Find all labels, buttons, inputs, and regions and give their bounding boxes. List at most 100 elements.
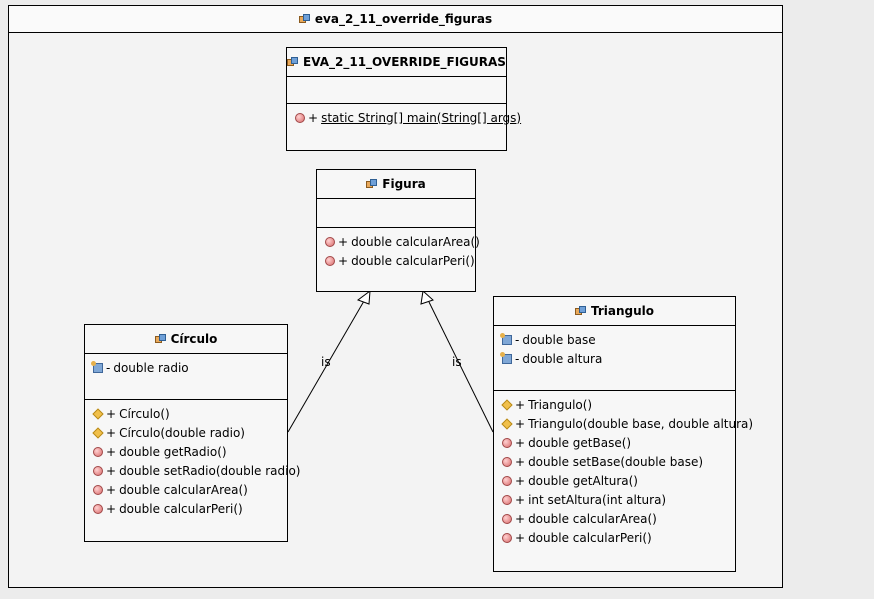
visibility-marker: + — [515, 530, 526, 545]
method-text: double setBase(double base) — [528, 454, 704, 469]
class-header: EVA_2_11_OVERRIDE_FIGURAS — [287, 48, 506, 77]
method-text: double calcularArea() — [351, 234, 480, 249]
method-row[interactable]: +Círculo(double radio) — [85, 423, 287, 442]
method-icon — [502, 494, 512, 505]
method-row[interactable]: +static String[] main(String[] args) — [287, 108, 521, 127]
attributes-section: -double base-double altura — [494, 326, 735, 391]
visibility-marker: + — [515, 454, 526, 469]
class-name: Figura — [382, 177, 426, 191]
method-row[interactable]: +double calcularPeri() — [317, 251, 475, 270]
visibility-marker: + — [106, 482, 117, 497]
visibility-marker: + — [515, 416, 526, 431]
method-text: static String[] main(String[] args) — [321, 110, 522, 125]
method-icon — [93, 503, 103, 514]
method-text: double calcularPeri() — [119, 501, 243, 516]
visibility-marker: + — [338, 253, 349, 268]
class-header: Triangulo — [494, 297, 735, 326]
method-row[interactable]: +int setAltura(int altura) — [494, 490, 735, 509]
methods-section: +Círculo()+Círculo(double radio)+double … — [85, 400, 301, 518]
method-row[interactable]: +double getBase() — [494, 433, 735, 452]
visibility-marker: + — [106, 444, 117, 459]
methods-section: +static String[] main(String[] args) — [287, 104, 521, 127]
attributes-section — [317, 199, 475, 228]
circulo-to-figura-line[interactable] — [287, 300, 365, 433]
visibility-marker: + — [515, 492, 526, 507]
attribute-text: double radio — [113, 360, 189, 375]
method-text: Círculo(double radio) — [119, 425, 245, 440]
circulo-relation-label: is — [321, 355, 331, 369]
field-icon — [91, 360, 103, 373]
triangulo-inheritance-arrowhead — [420, 290, 434, 305]
methods-section: +Triangulo()+Triangulo(double base, doub… — [494, 391, 753, 547]
method-row[interactable]: +double getRadio() — [85, 442, 287, 461]
attribute-row[interactable]: -double radio — [85, 358, 287, 377]
method-icon — [93, 446, 103, 457]
circulo-inheritance-arrowhead — [356, 289, 371, 305]
package-title: eva_2_11_override_figuras — [314, 12, 493, 26]
method-icon — [325, 236, 335, 247]
method-row[interactable]: +Círculo() — [85, 404, 287, 423]
visibility-marker: + — [106, 406, 117, 421]
method-icon — [325, 255, 335, 266]
class-icon — [287, 57, 299, 67]
class-box-figura[interactable]: Figura +double calcularArea()+double cal… — [316, 169, 480, 292]
method-text: double calcularArea() — [528, 511, 657, 526]
method-row[interactable]: +double setBase(double base) — [494, 452, 735, 471]
class-icon — [574, 306, 587, 316]
method-text: double calcularArea() — [119, 482, 248, 497]
constructor-icon — [92, 426, 104, 439]
class-box-circulo[interactable]: Círculo -double radio +Círculo()+Círculo… — [84, 324, 301, 542]
method-icon — [295, 112, 305, 123]
visibility-marker: + — [106, 463, 117, 478]
method-row[interactable]: +Triangulo(double base, double altura) — [494, 414, 753, 433]
method-row[interactable]: +double getAltura() — [494, 471, 735, 490]
method-text: double calcularPeri() — [528, 530, 652, 545]
method-icon — [502, 456, 512, 467]
visibility-marker: + — [338, 234, 349, 249]
visibility-marker: + — [515, 511, 526, 526]
visibility-marker: + — [308, 110, 319, 125]
attribute-text: double altura — [522, 351, 603, 366]
attributes-section — [287, 77, 506, 104]
method-icon — [502, 532, 512, 543]
visibility-marker: + — [515, 397, 526, 412]
package-icon — [298, 14, 311, 24]
method-text: double getBase() — [528, 435, 632, 450]
class-icon — [366, 179, 378, 189]
constructor-icon — [501, 417, 513, 430]
method-icon — [93, 465, 103, 476]
method-icon — [502, 475, 512, 486]
method-row[interactable]: +double calcularArea() — [85, 480, 287, 499]
method-row[interactable]: +double calcularPeri() — [85, 499, 287, 518]
method-text: int setAltura(int altura) — [528, 492, 667, 507]
class-name: EVA_2_11_OVERRIDE_FIGURAS — [303, 55, 506, 69]
class-icon — [154, 334, 167, 344]
triangulo-to-figura-line[interactable] — [428, 301, 494, 433]
method-text: double getRadio() — [119, 444, 227, 459]
attribute-row[interactable]: -double altura — [494, 349, 735, 368]
package-header[interactable]: eva_2_11_override_figuras — [9, 6, 782, 33]
class-name: Círculo — [170, 332, 218, 346]
method-text: Círculo() — [119, 406, 170, 421]
method-icon — [502, 513, 512, 524]
visibility-marker: + — [106, 501, 117, 516]
constructor-icon — [92, 407, 104, 420]
class-box-triangulo[interactable]: Triangulo -double base-double altura +Tr… — [493, 296, 753, 572]
method-text: double getAltura() — [528, 473, 638, 488]
attributes-section: -double radio — [85, 354, 287, 400]
method-row[interactable]: +double setRadio(double radio) — [85, 461, 301, 480]
visibility-marker: - — [106, 360, 111, 375]
method-row[interactable]: +Triangulo() — [494, 395, 735, 414]
attribute-row[interactable]: -double base — [494, 330, 735, 349]
class-header: Figura — [317, 170, 475, 199]
class-box-main[interactable]: EVA_2_11_OVERRIDE_FIGURAS +static String… — [286, 47, 521, 151]
class-name: Triangulo — [590, 304, 655, 318]
method-row[interactable]: +double calcularArea() — [494, 509, 735, 528]
method-icon — [93, 484, 103, 495]
method-row[interactable]: +double calcularArea() — [317, 232, 480, 251]
visibility-marker: - — [515, 351, 520, 366]
method-icon — [502, 437, 512, 448]
method-row[interactable]: +double calcularPeri() — [494, 528, 735, 547]
triangulo-relation-label: is — [452, 355, 462, 369]
